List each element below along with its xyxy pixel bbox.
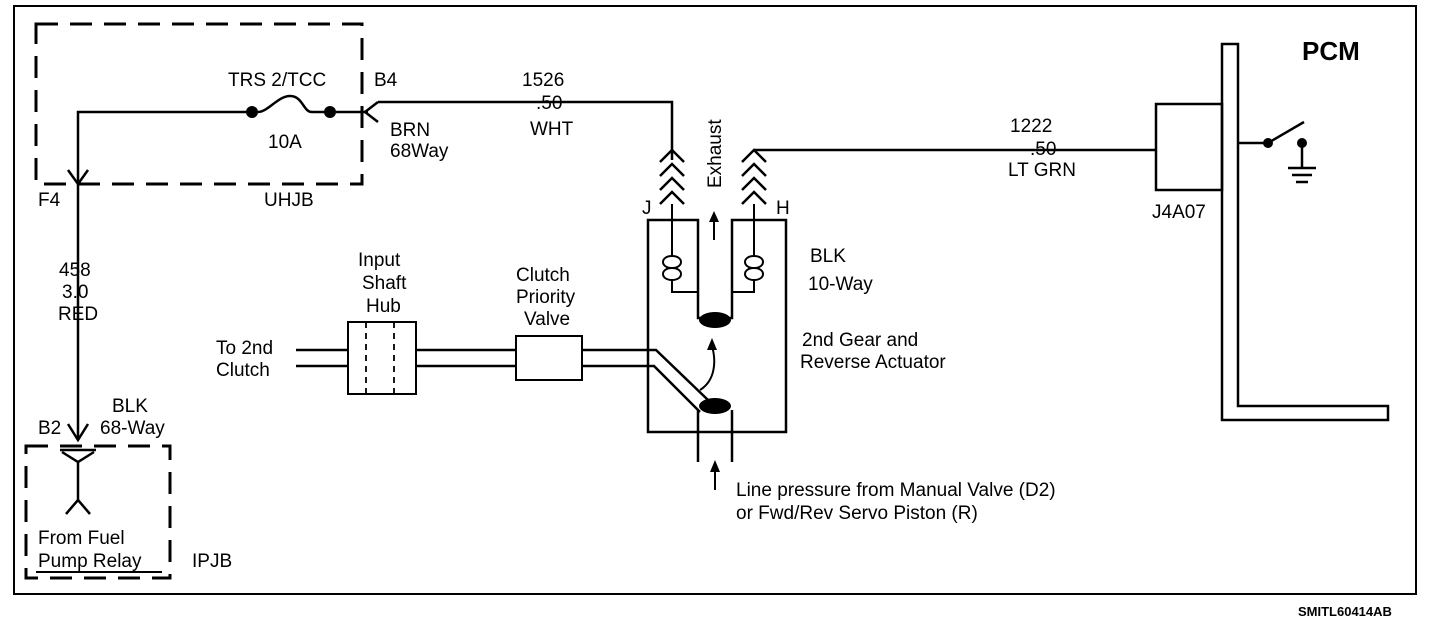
pcm-title: PCM xyxy=(1302,36,1360,66)
line-pressure-line2: or Fwd/Rev Servo Piston (R) xyxy=(736,503,978,524)
wire-1222-gauge: .50 xyxy=(1030,139,1056,160)
line-pressure-line1: Line pressure from Manual Valve (D2) xyxy=(736,480,1056,501)
fuse-rating: 10A xyxy=(268,132,302,153)
clutch-priority-valve-line2: Priority xyxy=(516,287,576,308)
actuator-name-line1: 2nd Gear and xyxy=(802,330,918,351)
uhjb-internal-wire xyxy=(76,110,252,185)
b4-connector-color: BRN xyxy=(390,120,430,141)
pcm-connector-label: J4A07 xyxy=(1152,202,1206,223)
actuator-name-line2: Reverse Actuator xyxy=(800,352,946,373)
exhaust-arrow-head xyxy=(709,211,719,222)
input-shaft-hub xyxy=(347,321,417,395)
wire-1222-color: LT GRN xyxy=(1008,160,1076,181)
b4-pin-label: B4 xyxy=(374,70,398,91)
figure-id: SMITL60414AB xyxy=(1298,604,1392,619)
fuse-element xyxy=(257,94,326,114)
f4-pin-label: F4 xyxy=(38,190,61,211)
b2-pin-label: B2 xyxy=(38,418,61,439)
wire-1526-circuit: 1526 xyxy=(522,70,564,91)
input-shaft-hub-line1: Input xyxy=(358,250,401,271)
piston-travel-arrowhead xyxy=(707,338,717,350)
pin-j-label: J xyxy=(642,198,652,219)
wire-458-gauge: 3.0 xyxy=(62,282,88,303)
f4-terminal xyxy=(66,169,90,187)
hydraulic-line-lower xyxy=(296,364,701,413)
hydraulic-line-upper xyxy=(296,348,709,401)
fuse-terminal-right xyxy=(324,106,336,118)
wire-1526-gauge: .50 xyxy=(536,93,562,114)
ground-icon xyxy=(1288,166,1316,184)
clutch-priority-valve-line1: Clutch xyxy=(516,265,570,286)
line-pressure-arrow-head xyxy=(710,460,720,472)
upper-plunger xyxy=(699,312,731,328)
ipjb-label: IPJB xyxy=(192,551,232,572)
pcm-switch-blade xyxy=(1267,120,1305,145)
fuel-pump-relay-line2: Pump Relay xyxy=(38,551,142,572)
wire-458-circuit: 458 xyxy=(59,260,91,281)
ipjb-connector-ways: 68-Way xyxy=(100,418,165,439)
to-2nd-clutch-line2: Clutch xyxy=(216,360,270,381)
wire-458-color: RED xyxy=(58,304,98,325)
line-pressure-port xyxy=(696,410,734,462)
ipjb-dashed-box xyxy=(24,444,172,580)
solenoid-coil-h xyxy=(732,204,764,293)
wire-1222-circuit: 1222 xyxy=(1010,116,1052,137)
solenoid-coil-j xyxy=(662,204,698,293)
clutch-priority-valve-line3: Valve xyxy=(524,309,570,330)
piston-travel-arrow xyxy=(699,345,716,391)
ipjb-terminal-y xyxy=(61,450,95,515)
fuse-terminal-left xyxy=(246,106,258,118)
uhjb-dashed-box xyxy=(34,22,364,186)
input-shaft-hub-line3: Hub xyxy=(366,296,401,317)
fuse-name: TRS 2/TCC xyxy=(228,70,326,91)
wire-1526 xyxy=(378,100,674,160)
actuator-connector-ways: 10-Way xyxy=(808,274,873,295)
input-shaft-hub-line2: Shaft xyxy=(362,273,407,294)
pin-j-connector xyxy=(659,148,685,205)
pin-h-label: H xyxy=(776,198,790,219)
pcm-housing xyxy=(1220,42,1390,422)
exhaust-label: Exhaust xyxy=(705,119,726,188)
fuel-pump-relay-line1: From Fuel xyxy=(38,528,125,549)
lower-piston xyxy=(699,398,731,414)
wire-1526-color: WHT xyxy=(530,119,574,140)
pin-h-connector xyxy=(741,148,767,205)
b4-connector-ways: 68Way xyxy=(390,141,449,162)
diagram-frame xyxy=(13,5,1417,595)
b4-terminal xyxy=(362,101,379,123)
to-2nd-clutch-line1: To 2nd xyxy=(216,338,273,359)
ipjb-connector-color: BLK xyxy=(112,396,148,417)
actuator-connector-color: BLK xyxy=(810,246,846,267)
pcm-connector-j4a07 xyxy=(1154,102,1224,192)
clutch-priority-valve xyxy=(515,335,583,381)
uhjb-label: UHJB xyxy=(264,190,314,211)
actuator-housing xyxy=(646,218,788,434)
b2-terminal xyxy=(66,423,90,443)
